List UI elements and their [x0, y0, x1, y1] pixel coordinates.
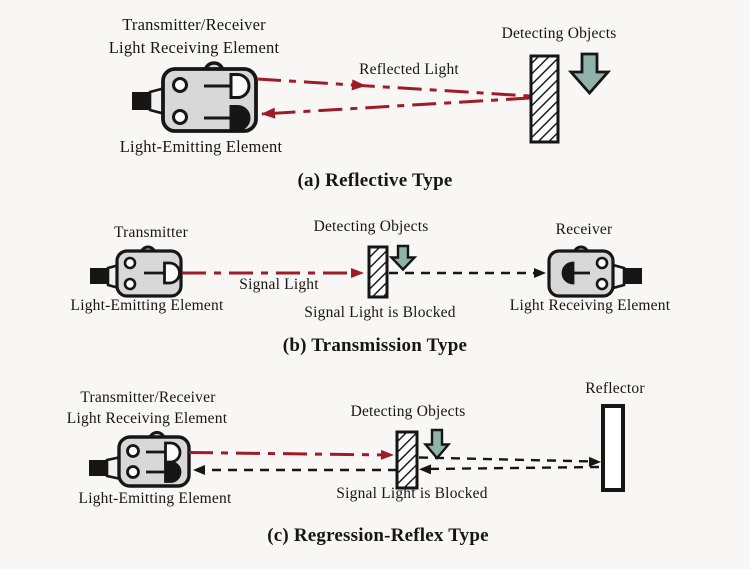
arrowhead-left-icon — [419, 464, 432, 475]
cable-plug — [132, 92, 151, 110]
label-transmitter-b: Transmitter — [114, 224, 188, 241]
cable-plug — [89, 460, 108, 476]
beam-from-reflector-c — [419, 464, 600, 475]
label-light-emitting-element-a: Light-Emitting Element — [119, 137, 283, 156]
arrowhead-right-icon — [351, 79, 366, 91]
label-light-receiving-element-c: Light Receiving Element — [66, 410, 228, 427]
screw-icon — [123, 277, 137, 291]
label-detecting-objects-b: Detecting Objects — [313, 218, 429, 235]
label-signal-light: Signal Light — [239, 276, 319, 293]
cable-plug — [623, 268, 642, 284]
caption-reflective-type: (a) Reflective Type — [297, 170, 453, 191]
down-arrow-icon-b — [388, 244, 418, 272]
screw-icon — [126, 444, 140, 458]
screw-icon — [172, 77, 188, 93]
label-light-receiving-element-a: Light Receiving Element — [108, 38, 280, 57]
label-signal-light-blocked-b: Signal Light is Blocked — [304, 304, 456, 321]
cable-connector — [611, 263, 626, 290]
label-light-receiving-element-b: Light Receiving Element — [509, 297, 671, 314]
label-detecting-objects-c: Detecting Objects — [350, 403, 466, 420]
arrowhead-right-icon — [351, 268, 364, 278]
label-receiver-b: Receiver — [555, 221, 613, 238]
detecting-object-a — [529, 54, 560, 144]
emitted-light-ray — [256, 77, 531, 98]
sensor-a-transmitter-receiver — [132, 61, 258, 133]
arrowhead-left-icon — [193, 465, 205, 475]
caption-regression-reflex-type: (c) Regression-Reflex Type — [267, 525, 489, 546]
reflector — [601, 404, 625, 492]
down-arrow-icon-a — [567, 52, 612, 96]
label-transmitter-receiver-a: Transmitter/Receiver — [122, 15, 266, 34]
blocked-light-path — [418, 456, 595, 463]
label-transmitter-receiver-c: Transmitter/Receiver — [80, 389, 216, 406]
detecting-object-c — [395, 430, 419, 490]
light-emitting-element-shape — [163, 261, 181, 285]
label-reflector: Reflector — [585, 380, 645, 397]
screw-icon — [126, 465, 140, 479]
light-emitting-element-shape — [229, 105, 251, 131]
light-emitting-element-shape — [164, 461, 182, 483]
beam-outgoing-c — [188, 449, 394, 460]
detecting-object-b — [367, 245, 389, 299]
label-light-emitting-element-c: Light-Emitting Element — [78, 490, 232, 507]
screw-icon — [123, 256, 137, 270]
light-receiving-element-shape — [561, 261, 575, 285]
beam-to-reflector-c — [418, 456, 601, 467]
reflected-return-path — [425, 465, 600, 471]
arrowhead-left-icon — [261, 107, 276, 119]
label-signal-light-blocked-c: Signal Light is Blocked — [336, 485, 488, 502]
beam-blocked-b — [389, 268, 546, 278]
arrowhead-right-icon — [588, 456, 601, 467]
sensor-b-transmitter — [90, 245, 183, 298]
light-receiving-element-shape — [164, 441, 182, 464]
screw-icon — [172, 109, 188, 125]
screw-icon — [595, 277, 609, 291]
down-arrow-icon-c — [422, 428, 452, 460]
emitted-light-ray — [188, 451, 389, 457]
sensor-b-receiver — [547, 245, 642, 298]
caption-transmission-type: (b) Transmission Type — [282, 335, 468, 356]
beam-outgoing-a — [256, 77, 531, 98]
screw-icon — [595, 256, 609, 270]
beam-return-a — [261, 96, 531, 119]
beam-return-to-sensor-c — [193, 465, 397, 475]
beam-signal-b — [182, 268, 364, 278]
label-light-emitting-element-b: Light-Emitting Element — [70, 297, 224, 314]
arrowhead-right-icon — [380, 449, 394, 460]
label-detecting-objects-a: Detecting Objects — [501, 25, 617, 42]
sensor-c-transmitter-receiver — [89, 431, 191, 488]
label-reflected-light: Reflected Light — [359, 61, 459, 78]
cable-plug — [90, 268, 109, 284]
light-receiving-element-shape — [229, 73, 251, 99]
arrowhead-right-icon — [534, 268, 546, 278]
reflected-light-ray — [261, 96, 531, 116]
